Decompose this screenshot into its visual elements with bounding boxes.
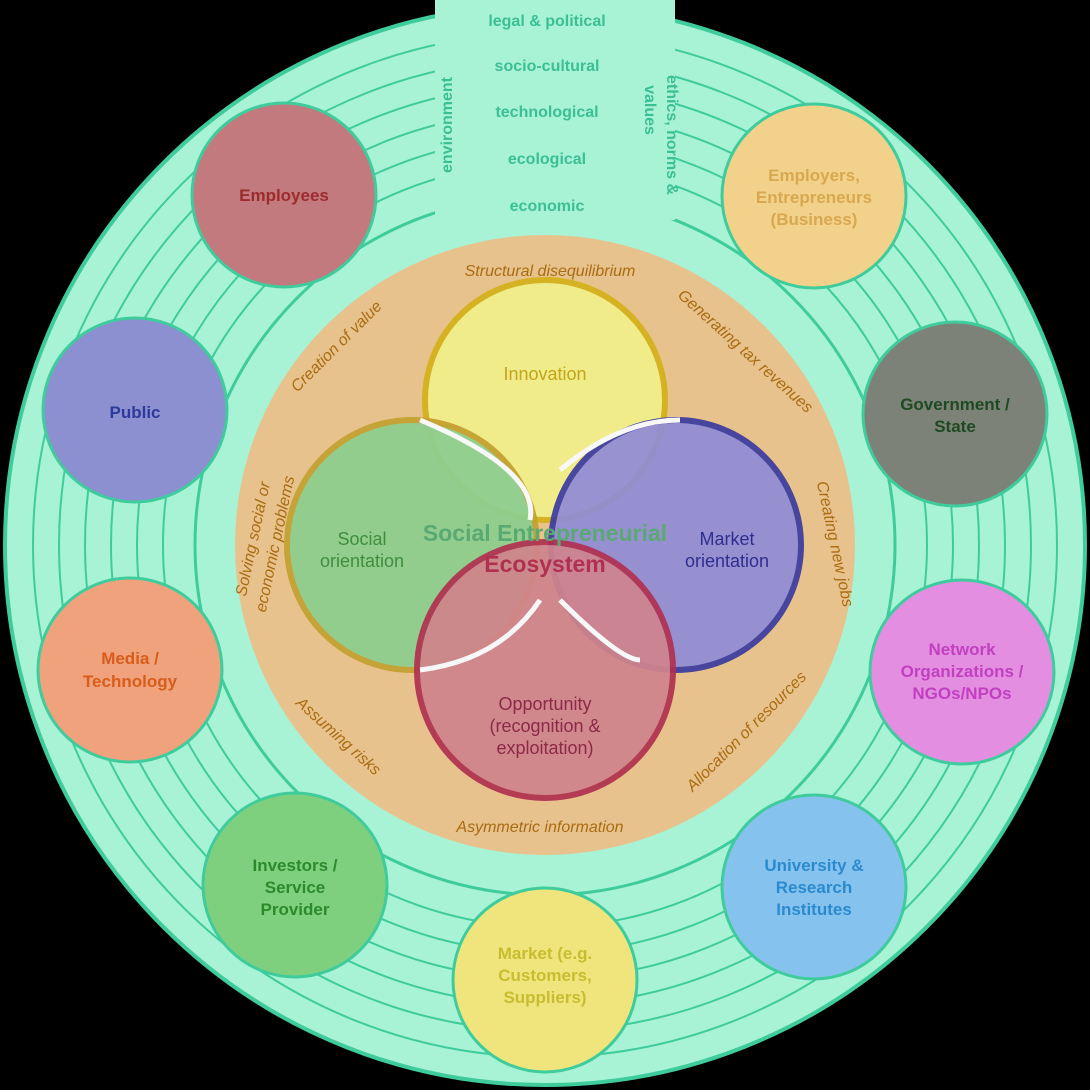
investors-label-1: Investors / — [252, 856, 337, 875]
opportunity-label-1: Opportunity — [498, 694, 591, 714]
government-label-2: State — [934, 417, 976, 436]
stakeholder-university: University & Research Institutes — [720, 793, 908, 981]
stakeholder-network: Network Organizations / NGOs/NPOs — [868, 578, 1056, 766]
core-venn — [284, 277, 804, 801]
ethics-label-2: values — [641, 85, 658, 135]
social-label-2: orientation — [320, 551, 404, 571]
university-label-3: Institutes — [776, 900, 852, 919]
ethics-label-1: ethics, norms & — [663, 75, 680, 195]
market-label-2: orientation — [685, 551, 769, 571]
network-label-2: Organizations / — [901, 662, 1024, 681]
market-label-2: Customers, — [498, 966, 592, 985]
social-label-1: Social — [337, 529, 386, 549]
opportunity-label-3: exploitation) — [496, 738, 593, 758]
layer-legal: legal & political — [488, 13, 605, 30]
university-label-1: University & — [764, 856, 863, 875]
venn-arc-2 — [558, 417, 681, 472]
media-label-1: Media / — [101, 649, 159, 668]
core-labels: Innovation Social orientation Market ori… — [320, 364, 769, 758]
public-label: Public — [109, 403, 160, 422]
layer-econ: economic — [510, 198, 585, 215]
innovation-label: Innovation — [503, 364, 586, 384]
university-label-2: Research — [776, 878, 853, 897]
media-label-2: Technology — [83, 672, 178, 691]
opportunity-circle — [414, 539, 676, 801]
stakeholder-media: Media / Technology — [36, 576, 224, 764]
network-label-1: Network — [928, 640, 996, 659]
employees-label: Employees — [239, 186, 329, 205]
layer-tech: technological — [495, 104, 598, 121]
venn-arc-1 — [419, 417, 534, 521]
function-asymmetric: Asymmetric information — [455, 819, 623, 836]
market-label-1: Market — [699, 529, 754, 549]
employers-label-3: (Business) — [771, 210, 858, 229]
environment-layer-labels: legal & political socio-cultural technol… — [439, 13, 680, 215]
stakeholder-market: Market (e.g. Customers, Suppliers) — [451, 886, 639, 1074]
employers-label-2: Entrepreneurs — [756, 188, 872, 207]
function-structural: Structural disequilibrium — [465, 263, 636, 280]
ecosystem-title-2: Ecosystem — [484, 551, 605, 577]
investors-label-2: Service — [265, 878, 326, 897]
layer-socio: socio-cultural — [495, 58, 600, 75]
stakeholder-government: Government / State — [861, 320, 1049, 508]
market-label-3: Suppliers) — [503, 988, 586, 1007]
environment-label: environment — [439, 76, 456, 173]
market-label-1: Market (e.g. — [498, 944, 592, 963]
environment-labels-bg — [435, 0, 675, 220]
stakeholder-employees: Employees — [190, 101, 378, 289]
network-label-3: NGOs/NPOs — [912, 684, 1011, 703]
stakeholder-investors: Investors / Service Provider — [201, 791, 389, 979]
venn-arc-4 — [419, 598, 543, 673]
layer-eco: ecological — [508, 151, 586, 168]
opportunity-label-2: (recognition & — [489, 716, 600, 736]
stakeholder-public: Public — [41, 316, 229, 504]
government-label-1: Government / — [900, 395, 1010, 414]
stakeholder-employers: Employers, Entrepreneurs (Business) — [720, 102, 908, 290]
investors-label-3: Provider — [261, 900, 330, 919]
employers-label-1: Employers, — [768, 166, 860, 185]
venn-arc-3 — [558, 598, 641, 663]
ecosystem-title-1: Social Entrepreneurial — [423, 520, 667, 546]
